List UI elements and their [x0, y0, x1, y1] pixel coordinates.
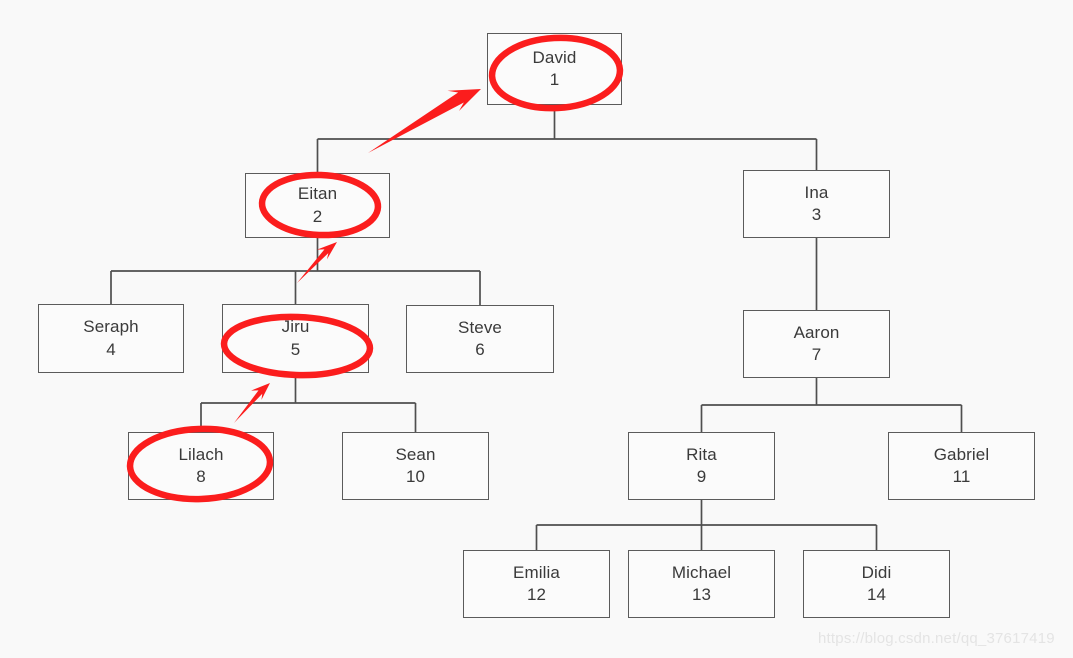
- node-name-label: Sean: [395, 444, 436, 464]
- node-number-label: 3: [811, 205, 822, 224]
- tree-node-gabriel[interactable]: Gabriel 11: [888, 432, 1035, 500]
- node-name-label: Rita: [686, 444, 717, 464]
- node-name-label: Seraph: [83, 317, 139, 337]
- node-name-label: Jiru: [281, 317, 310, 337]
- tree-node-sean[interactable]: Sean 10: [342, 432, 489, 500]
- tree-node-ina[interactable]: Ina 3: [743, 170, 890, 238]
- tree-node-rita[interactable]: Rita 9: [628, 432, 775, 500]
- node-name-label: Didi: [861, 562, 892, 582]
- node-name-label: David: [532, 47, 577, 67]
- node-number-label: 11: [952, 467, 971, 486]
- tree-node-michael[interactable]: Michael 13: [628, 550, 775, 618]
- node-number-label: 8: [196, 467, 206, 486]
- node-number-label: 5: [290, 339, 301, 359]
- node-number-label: 9: [696, 467, 707, 486]
- node-name-label: Lilach: [178, 444, 224, 464]
- node-number-label: 14: [866, 585, 887, 604]
- node-name-label: Eitan: [297, 184, 338, 204]
- tree-node-lilach[interactable]: Lilach 8: [128, 432, 274, 500]
- node-number-label: 7: [811, 345, 822, 364]
- node-number-label: 4: [106, 339, 116, 359]
- watermark-text: https://blog.csdn.net/qq_37617419: [818, 630, 1055, 647]
- node-name-label: Aaron: [793, 322, 840, 342]
- node-number-label: 13: [691, 585, 712, 604]
- tree-node-steve[interactable]: Steve 6: [406, 305, 554, 373]
- node-number-label: 6: [475, 340, 485, 359]
- tree-node-didi[interactable]: Didi 14: [803, 550, 950, 618]
- node-name-label: Michael: [671, 562, 732, 582]
- tree-node-david[interactable]: David 1: [487, 33, 622, 105]
- node-number-label: 12: [526, 585, 547, 604]
- node-number-label: 1: [549, 70, 560, 89]
- node-number-label: 2: [312, 206, 323, 226]
- node-number-label: 10: [405, 467, 426, 486]
- node-name-label: Ina: [804, 182, 829, 202]
- tree-node-aaron[interactable]: Aaron 7: [743, 310, 890, 378]
- node-name-label: Gabriel: [933, 444, 990, 464]
- tree-node-emilia[interactable]: Emilia 12: [463, 550, 610, 618]
- node-name-label: Steve: [458, 317, 502, 337]
- node-name-label: Emilia: [513, 562, 560, 582]
